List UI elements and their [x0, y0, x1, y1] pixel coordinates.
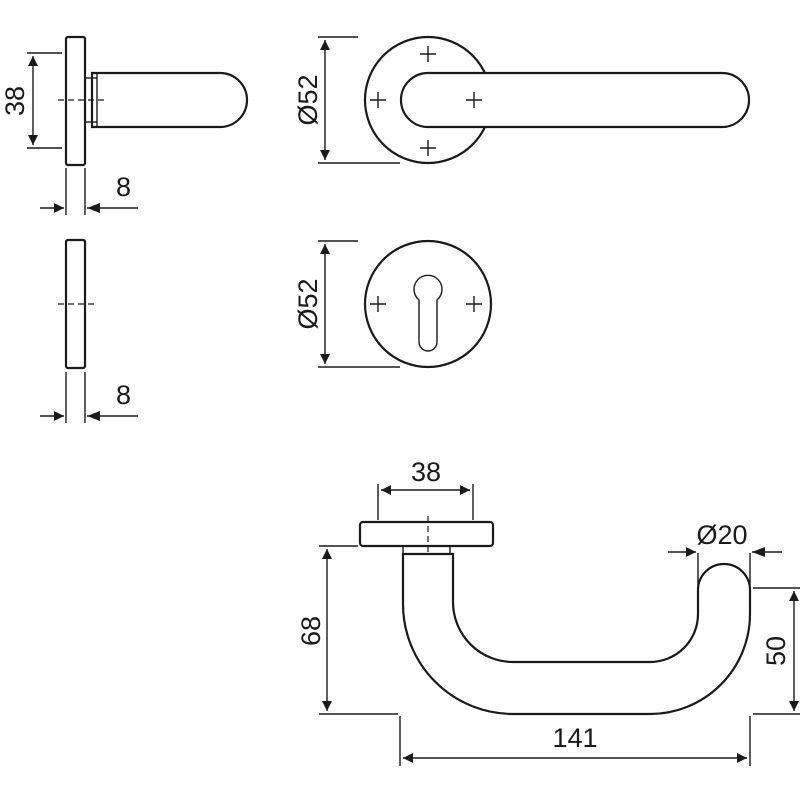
screw-marks: [370, 46, 482, 156]
thickness-label: 8: [116, 380, 131, 410]
top-view-handle: 38 Ø20 68 50 141: [296, 457, 800, 766]
length-label: 141: [552, 723, 597, 753]
rose-plate-top: [358, 520, 495, 548]
keyhole: [413, 274, 443, 352]
end-height-label: 50: [761, 636, 791, 666]
height-label: 38: [0, 86, 30, 116]
projection-label: 68: [296, 616, 326, 646]
rose-width-label: 38: [411, 457, 441, 487]
escutcheon-plate-front: [363, 239, 493, 369]
escutcheon-plate-side: [64, 238, 87, 370]
lever-front: [399, 71, 751, 129]
front-view-escutcheon: Ø52: [293, 239, 493, 369]
tube-diameter-label: Ø20: [696, 520, 747, 550]
thickness-label: 8: [116, 172, 131, 202]
front-view-rose: Ø52: [293, 35, 751, 165]
side-view-rose: 38 8: [0, 35, 249, 215]
diameter-label: Ø52: [293, 278, 323, 329]
diameter-label: Ø52: [293, 74, 323, 125]
rose-plate-side: [64, 35, 87, 167]
side-view-escutcheon: 8: [40, 238, 138, 423]
lever-top: [401, 552, 752, 716]
lever-side: [90, 71, 249, 129]
